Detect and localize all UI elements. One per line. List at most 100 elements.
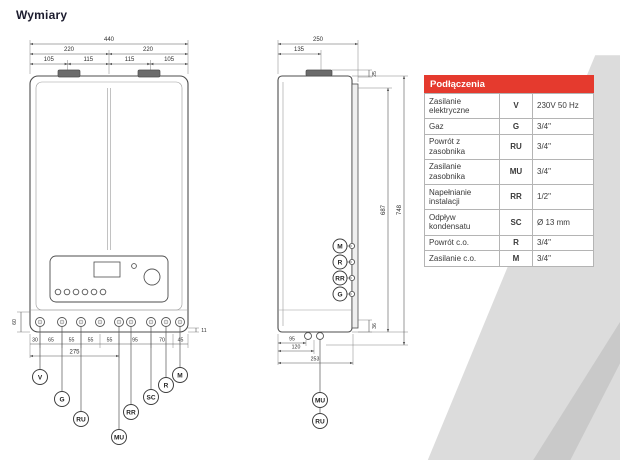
callout-sc-label: SC [146, 395, 155, 402]
side-callout-r-label: R [338, 260, 343, 267]
panel-button [63, 288, 71, 296]
dim-front-b2: 65 [48, 338, 54, 344]
side-callout-rr [332, 270, 348, 286]
side-callout-ru [312, 413, 328, 429]
panel-button [99, 288, 107, 296]
side-right-callouts: M R RR G [332, 238, 356, 302]
table-row-zasilanie-zasobnika: Zasilanie zasobnika MU 3/4" [424, 158, 594, 186]
front-view: 440 220 220 105 115 115 105 [12, 37, 207, 445]
callout-r [158, 377, 174, 393]
callout-rr [123, 404, 139, 420]
dim-front-right: 11 [201, 328, 206, 334]
callout-m [172, 367, 188, 383]
dim-side-top: 25 [372, 71, 378, 77]
page-title: Wymiary [16, 8, 68, 22]
dim-front-q2: 115 [84, 57, 94, 63]
table-row-zasilanie-co: Zasilanie c.o. M 3/4" [424, 250, 594, 267]
row-symbol: MU [499, 158, 533, 186]
row-symbol: SC [499, 209, 533, 236]
dim-front-left: 60 [12, 319, 18, 325]
row-name: Powrót z zasobnika [424, 133, 500, 160]
dim-side-depth-front: 135 [294, 47, 305, 53]
table-row-powrot-co: Powrót c.o. R 3/4" [424, 234, 594, 252]
side-callout-g [332, 286, 348, 302]
dim-front-b1: 30 [32, 338, 38, 344]
dim-front-b4: 55 [88, 338, 94, 344]
connections-table: Podłączenia Zasilanie elektryczne V 230V… [424, 75, 594, 267]
callout-mu [111, 429, 127, 445]
dim-side-b3: 253 [311, 357, 320, 363]
dim-front-half-left: 220 [64, 47, 75, 53]
boiler-dimension-diagram: 440 220 220 105 115 115 105 [12, 37, 408, 445]
row-symbol: M [499, 250, 533, 267]
row-name: Napełnianie instalacji [424, 184, 500, 211]
row-name: Powrót c.o. [424, 234, 500, 252]
dim-side-height-inner: 687 [381, 204, 387, 215]
connections-table-header: Podłączenia [424, 75, 594, 93]
side-bottom-dimensions: 95 120 253 [277, 334, 354, 365]
side-bottom-fittings [304, 332, 324, 340]
table-row-napelnianie-instalacji: Napełnianie instalacji RR 1/2" [424, 184, 594, 211]
table-row-odplyw-kondensatu: Odpływ kondensatu SC Ø 13 mm [424, 209, 594, 236]
row-value: 230V 50 Hz [532, 92, 594, 120]
dim-front-b5: 55 [107, 338, 113, 344]
panel-button [72, 288, 80, 296]
control-panel [49, 255, 169, 303]
panel-button [54, 288, 62, 296]
callout-ru [73, 411, 89, 427]
row-value: 3/4" [532, 118, 594, 135]
top-clamp-side [305, 69, 333, 77]
dim-front-half-right: 220 [143, 47, 154, 53]
callout-mu-label: MU [114, 435, 124, 442]
side-callout-mu [312, 392, 328, 408]
back-plate [351, 83, 359, 329]
dim-front-b8: 45 [178, 338, 184, 344]
dim-front-b3: 55 [69, 338, 75, 344]
top-clamp-left [57, 69, 81, 78]
row-name: Odpływ kondensatu [424, 209, 500, 236]
dim-front-q1: 105 [44, 57, 55, 63]
side-callout-g-label: G [337, 292, 342, 299]
dim-side-b1: 95 [289, 337, 295, 343]
callout-rr-label: RR [126, 410, 136, 417]
side-callout-ru-label: RU [315, 419, 325, 426]
bottom-fittings [35, 317, 185, 327]
dim-front-total: 440 [104, 37, 115, 43]
row-symbol: RU [499, 133, 533, 160]
dim-side-height-total: 748 [397, 204, 403, 215]
side-bottom-callouts: MU RU [312, 340, 328, 429]
dim-side-depth: 250 [313, 37, 324, 43]
side-callout-m [332, 238, 348, 254]
side-callout-rr-label: RR [335, 276, 345, 283]
side-height-dimensions: 687 748 [326, 75, 408, 346]
callout-r-label: R [164, 383, 169, 390]
dim-front-q3: 115 [125, 57, 135, 63]
front-side-small-dimensions: 60 11 [12, 311, 207, 334]
row-value: 1/2" [532, 184, 594, 211]
callout-sc [143, 389, 159, 405]
row-value: 3/4" [532, 234, 594, 252]
row-value: Ø 13 mm [532, 209, 594, 236]
panel-led [131, 263, 137, 269]
row-value: 3/4" [532, 133, 594, 160]
callout-g-label: G [59, 397, 64, 404]
table-row-zasilanie-elektryczne: Zasilanie elektryczne V 230V 50 Hz [424, 92, 594, 120]
control-dial [143, 268, 161, 286]
side-callout-mu-label: MU [315, 398, 325, 405]
panel-button [81, 288, 89, 296]
dim-front-bottom-sum: 275 [69, 350, 80, 356]
row-symbol: V [499, 92, 533, 120]
callout-m-label: M [177, 373, 182, 380]
side-top-dimensions: 250 135 25 [277, 37, 378, 82]
row-symbol: G [499, 118, 533, 135]
side-callout-m-label: M [337, 244, 342, 251]
dim-side-b2: 120 [292, 345, 301, 351]
callout-g [54, 391, 70, 407]
callout-v [32, 369, 48, 385]
display [93, 261, 121, 278]
front-top-dimensions: 440 220 220 105 115 115 105 [29, 37, 189, 66]
top-clamp-right [137, 69, 161, 78]
dim-side-right: 36 [372, 323, 378, 329]
row-symbol: R [499, 234, 533, 252]
row-name: Zasilanie zasobnika [424, 158, 500, 186]
